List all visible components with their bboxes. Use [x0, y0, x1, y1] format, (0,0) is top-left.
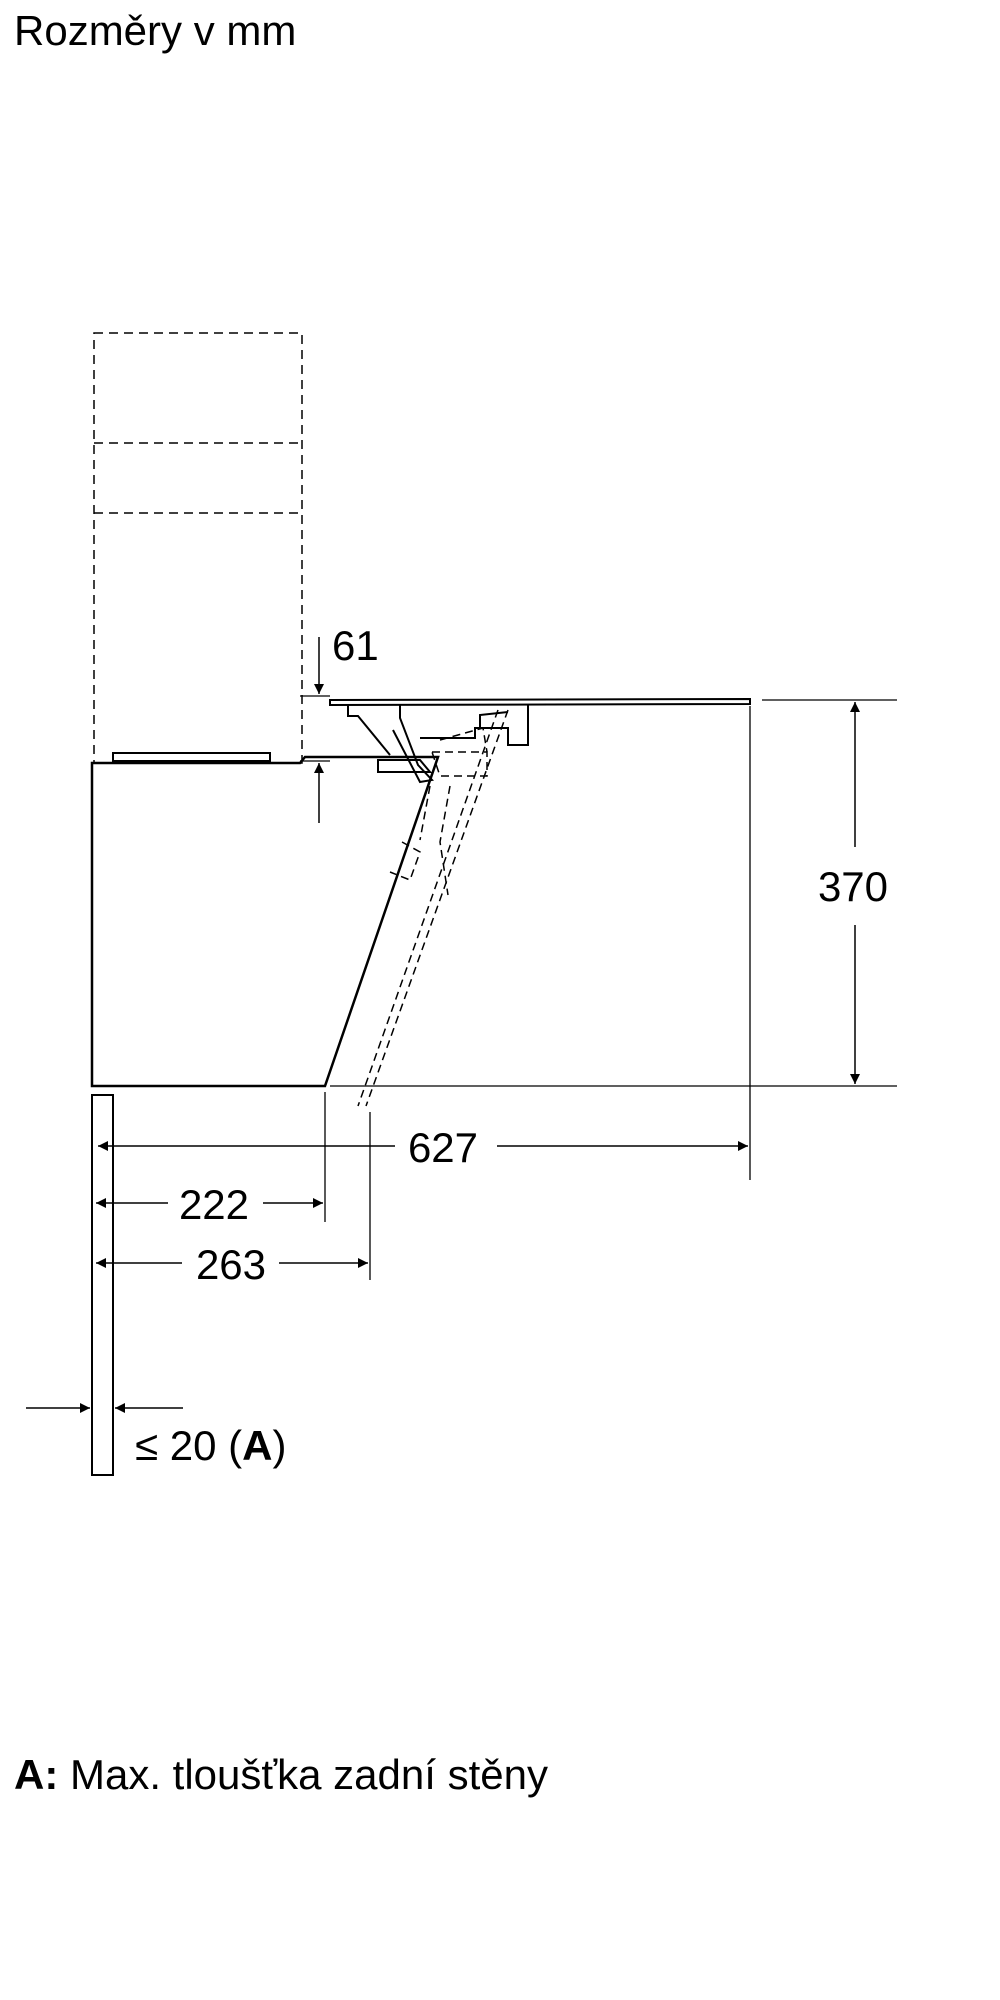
extension-lines [300, 695, 897, 1280]
dimension-263-label: 263 [196, 1241, 266, 1288]
hinge-mechanism [347, 705, 529, 784]
rear-wall-panel [91, 1094, 114, 1476]
hob-bar [112, 752, 271, 762]
cabinet-body [90, 755, 440, 1088]
duct-extension-dashed [93, 332, 303, 764]
dimension-wall-label: ≤ 20 (A) [135, 1422, 286, 1469]
hood-extended-dashed [357, 709, 509, 1107]
page-title: Rozměry v mm [14, 7, 297, 54]
legend-key: A: [14, 1751, 59, 1798]
legend-text: Max. tloušťka zadní stěny [70, 1751, 548, 1798]
dimension-370-label: 370 [818, 863, 888, 910]
dimension-627-label: 627 [408, 1124, 478, 1171]
hood-glass-panel [329, 697, 751, 707]
dimension-61-label: 61 [332, 622, 379, 669]
legend: A: Max. tloušťka zadní stěny [14, 1751, 548, 1798]
dimension-222-label: 222 [179, 1181, 249, 1228]
